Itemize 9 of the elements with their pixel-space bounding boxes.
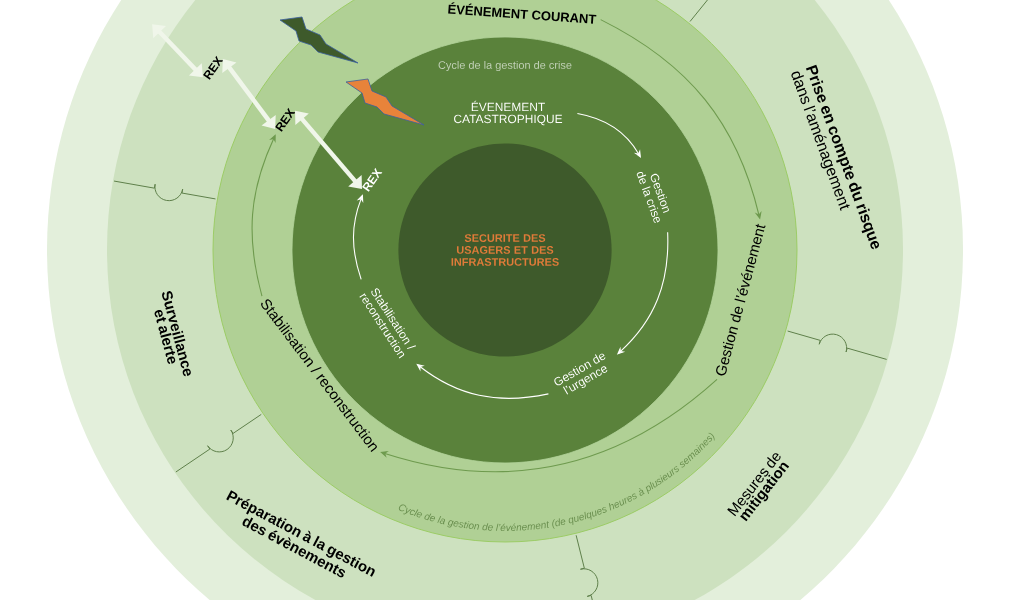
caption: Cycle de la gestion de crise: [438, 60, 572, 72]
step-label: ÉVÉNEMENT COURANT: [448, 2, 597, 24]
double-arrow: [152, 24, 203, 78]
step-label: Gestion de la crise: [636, 171, 669, 223]
step-label: ÉVENEMENT CATASTROPHIQUE: [454, 100, 563, 126]
curved-arrow: [416, 363, 549, 399]
curved-arrow: [352, 194, 364, 280]
curved-arrow: [251, 134, 276, 297]
curved-arrow: [380, 378, 718, 473]
